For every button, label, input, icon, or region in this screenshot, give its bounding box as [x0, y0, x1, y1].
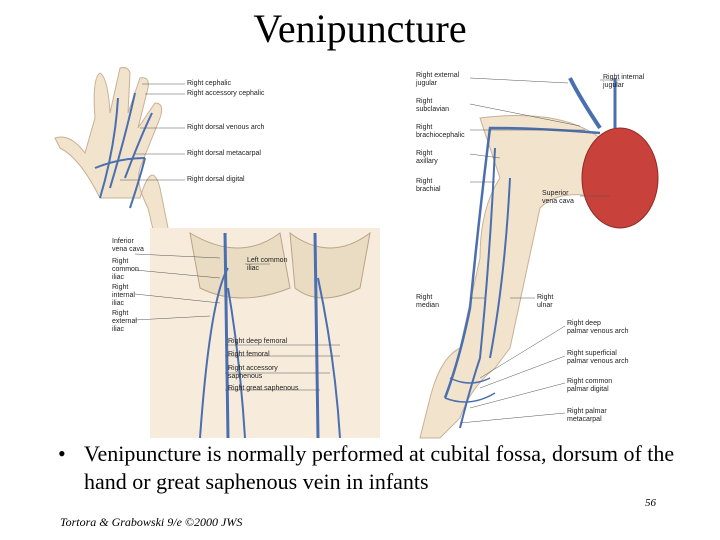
slide-title: Venipuncture — [253, 6, 467, 51]
label-right-common-iliac: Right common iliac — [112, 258, 139, 281]
label-right-accessory-cephalic: Right accessory cephalic — [187, 90, 265, 97]
label-right-dorsal-venous-arch: Right dorsal venous arch — [187, 124, 265, 131]
label-inferior-vena-cava: Inferior vena cava — [112, 238, 144, 253]
label-right-ulnar: Right ulnar — [537, 294, 554, 309]
label-right-median: Right median — [416, 294, 439, 309]
label-right-great-saphenous: Right great saphenous — [228, 385, 299, 392]
label-right-dorsal-metacarpal: Right dorsal metacarpal — [187, 150, 261, 157]
label-right-deep-femoral: Right deep femoral — [228, 338, 288, 345]
page-number: 56 — [645, 497, 656, 509]
label-right-external-iliac: Right external iliac — [112, 310, 137, 333]
bullet-symbol: • — [58, 441, 66, 466]
label-superior-vena-cava: Superior vena cava — [542, 190, 574, 205]
anatomy-illustration — [54, 67, 659, 439]
vein-anatomy-figure: Right cephalic Right accessory cephalic … — [40, 58, 690, 440]
hand-illustration — [54, 67, 185, 239]
label-right-femoral: Right femoral — [228, 351, 270, 358]
label-right-palmar-metacarpal: Right palmar metacarpal — [567, 408, 607, 423]
label-right-superficial-palmar-venous-arch: Right superficial palmar venous arch — [567, 350, 629, 365]
label-right-brachiocephalic: Right brachiocephalic — [416, 124, 465, 139]
label-right-common-palmar-digital: Right common palmar digital — [567, 378, 613, 393]
label-right-external-jugular: Right external jugular — [416, 72, 460, 87]
label-right-deep-palmar-venous-arch: Right deep palmar venous arch — [567, 320, 629, 335]
label-right-axillary: Right axillary — [416, 150, 438, 165]
label-right-subclavian: Right subclavian — [416, 98, 450, 113]
label-right-dorsal-digital: Right dorsal digital — [187, 176, 245, 183]
label-right-internal-iliac: Right internal iliac — [112, 284, 135, 307]
label-right-cephalic: Right cephalic — [187, 80, 231, 87]
arm-illustration — [419, 77, 659, 439]
label-left-common-iliac: Left common iliac — [247, 257, 288, 272]
slide-footer: Tortora & Grabowski 9/e ©2000 JWS — [60, 515, 243, 529]
bullet-text: Venipuncture is normally performed at cu… — [84, 441, 675, 494]
label-right-internal-jugular: Right internal jugular — [603, 74, 645, 89]
label-right-brachial: Right brachial — [416, 178, 441, 193]
label-right-accessory-saphenous: Right accessory saphenous — [228, 365, 278, 380]
leg-illustration — [134, 228, 380, 439]
